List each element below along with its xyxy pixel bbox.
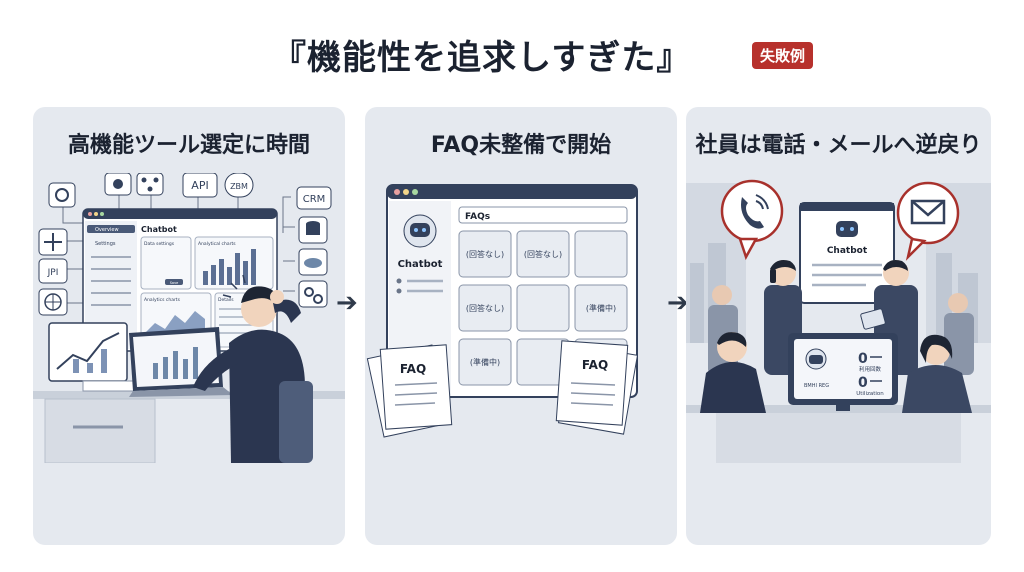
stat-usage-count-label: 利用回数 <box>859 365 882 373</box>
panel-2-heading: FAQ未整備で開始 <box>365 127 677 159</box>
network-icon <box>137 173 163 195</box>
database-icon <box>299 217 327 243</box>
faq-document-right: FAQ <box>556 341 637 434</box>
zbm-label-icon: ZBM <box>225 173 253 197</box>
page-title: 『機能性を追求しすぎた』 <box>272 30 691 79</box>
app-title: Chatbot <box>141 225 177 234</box>
cloud-icon <box>299 249 327 275</box>
card-analytics-charts: Analytics charts <box>144 297 181 303</box>
panel-3-heading: 社員は電話・メールへ逆戻り <box>686 127 991 159</box>
faq-doc-left-label: FAQ <box>400 362 426 376</box>
panel-3-illustration: Chatbot <box>686 173 991 463</box>
panel-1-illustration: API ZBM CRM JPI Overview Settings <box>33 173 345 463</box>
faq-cell-7: (準備中) <box>470 357 500 367</box>
save-button[interactable]: Save <box>170 281 179 285</box>
panel-back-to-phone-email: 社員は電話・メールへ逆戻り Chatbot <box>686 107 991 545</box>
faq-cell-6: (準備中) <box>586 303 616 313</box>
panel-faq-unprepared: FAQ未整備で開始 Chatbot FAQs <box>365 107 677 545</box>
icon-crm-text: CRM <box>303 194 326 205</box>
api-label-icon: API <box>183 173 217 197</box>
faq-cell-1: (回答なし) <box>466 249 504 259</box>
icon-zbm-text: ZBM <box>230 182 248 191</box>
arrows-icon <box>39 229 67 255</box>
jpi-label-icon: JPI <box>39 259 67 283</box>
faq-doc-right-label: FAQ <box>582 358 608 372</box>
faq-search-label: FAQs <box>465 212 490 222</box>
faq-cell-4: (回答なし) <box>466 303 504 313</box>
panel-tool-selection: 高機能ツール選定に時間 API ZBM CRM JPI <box>33 107 345 545</box>
faq-cell-2: (回答なし) <box>524 249 562 259</box>
crm-label-icon: CRM <box>297 187 331 209</box>
stat-utilization-label: Utilization <box>856 391 884 397</box>
card-analytical-charts: Analytical charts <box>198 241 236 247</box>
chart-board <box>49 323 127 381</box>
desk-drawer <box>45 399 155 463</box>
title-row: 『機能性を追求しすぎた』 失敗例 <box>0 30 1024 80</box>
api-chip-icon <box>105 173 131 195</box>
faq-document-left: FAQ <box>367 345 451 437</box>
panel-2-illustration: Chatbot FAQs (回答なし) (回答なし) <box>365 173 677 463</box>
stat-usage-count-value: 0 <box>858 351 868 367</box>
chatbot-side-label: Chatbot <box>398 259 443 270</box>
card-data-settings: Data settings <box>144 241 175 247</box>
sidebar-item-overview: Overview <box>95 227 119 233</box>
icon-jpi-text: JPI <box>47 268 59 278</box>
usage-monitor: BMHI REG 0 利用回数 0 Utilization <box>788 333 898 411</box>
wall-screen-label: Chatbot <box>827 246 868 256</box>
panel-1-heading: 高機能ツール選定に時間 <box>33 127 345 159</box>
robot-avatar-icon <box>404 215 436 247</box>
sidebar-item-settings: Settings <box>95 241 116 247</box>
papers-stack <box>83 381 139 391</box>
gear-icon <box>49 183 75 207</box>
card-details: Details <box>218 297 234 303</box>
monitor-left-label: BMHI REG <box>804 383 829 389</box>
robot-icon <box>836 221 858 237</box>
flow-arrow-1-icon: ➔ <box>336 288 358 318</box>
stat-utilization-value: 0 <box>858 375 868 391</box>
gears-icon <box>299 281 327 307</box>
icon-api-text: API <box>191 179 208 192</box>
globe-icon <box>39 289 67 315</box>
failure-badge: 失敗例 <box>752 42 813 69</box>
